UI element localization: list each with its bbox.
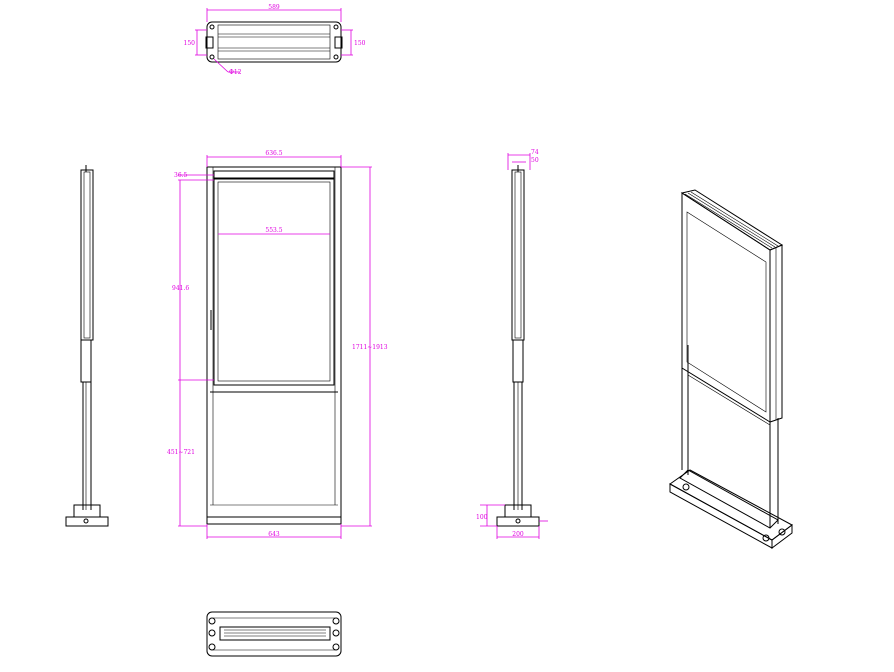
isometric-view [669,189,793,549]
iso-base-top [669,469,793,541]
bottom-view [206,611,342,657]
top-depth-left-label: 150 [184,40,196,47]
mount-hole [209,24,215,30]
iso-foot-hole [682,483,690,491]
left-side-view [65,165,109,527]
front-view: 636.5 36.5 553.5 941.6 451~721 1711~1913… [167,150,388,539]
iso-base-front [669,483,773,549]
top-view-inner-frame [217,24,331,60]
iso-screen-glass [686,211,767,413]
iso-foot-hole [762,534,770,542]
front-screen-glass [217,181,331,382]
right-bracket [334,36,343,49]
left-side-base [65,516,109,527]
front-screen-bezel [213,177,335,386]
right-side-view: 74 50 100 200 [476,149,548,539]
top-inner-label: 50 [531,157,539,164]
iso-screen-panel [681,192,771,423]
bottom-vent [219,626,331,641]
bottom-view-outline [206,611,342,657]
base-width-label: 643 [268,531,280,538]
iso-foot-hole [778,528,786,536]
top-depth-right-label: 150 [354,40,366,47]
screen-width-label: 553.5 [265,227,282,234]
left-bracket [205,36,214,49]
mount-hole [333,54,339,60]
foot-height-label: 100 [476,514,488,521]
top-view-outline [206,21,342,63]
mount-hole [209,54,215,60]
front-margin-label: 36.5 [174,172,188,179]
hole-diameter-label: Φ12 [229,69,242,76]
top-width-label: 589 [268,4,280,11]
front-top-width-label: 636.5 [265,150,282,157]
iso-bottom-panel [679,469,779,529]
left-side-screen-body [80,169,94,341]
base-depth-label: 200 [512,531,524,538]
front-outer-frame [206,166,342,518]
top-depth-label: 74 [531,149,539,156]
lower-height-label: 451~721 [167,449,195,456]
right-side-base [496,516,540,527]
total-height-label: 1711~1913 [352,344,388,351]
screen-height-label: 941.6 [172,285,189,292]
mount-hole [333,24,339,30]
front-base [206,516,342,525]
iso-base-side [771,524,793,549]
top-view: 589 150 150 Φ12 [184,4,366,76]
right-side-screen-body [511,169,525,341]
